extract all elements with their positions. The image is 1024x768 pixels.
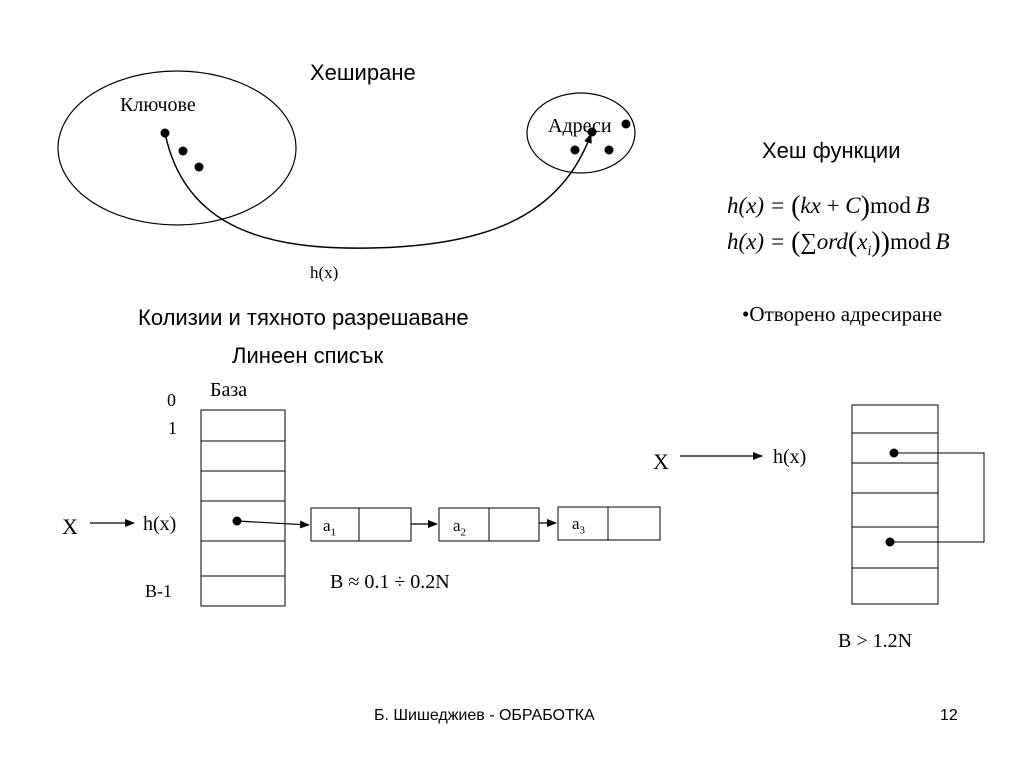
formula1-mod: mod — [869, 193, 911, 218]
formula2-b: B — [935, 229, 950, 254]
formula2-sum: ∑ — [800, 229, 817, 254]
footer-text: Б. Шишеджиев - ОБРАБОТКА — [374, 707, 595, 724]
probe-link — [890, 452, 985, 543]
keys-label: Ключове — [120, 94, 196, 116]
list-node-3 — [557, 506, 661, 541]
b-condition-right: B > 1.2N — [838, 630, 913, 652]
formula1-plus: + — [820, 193, 846, 218]
formula1-lhs: h(x) = — [727, 193, 792, 218]
x-label-right: X — [653, 449, 669, 474]
hash-formula-2: h(x) = (∑ord(xi))mod B — [727, 227, 950, 259]
base-label: База — [210, 379, 248, 401]
addresses-ellipse — [526, 92, 636, 174]
formula1-b: B — [915, 193, 930, 218]
index-b-minus-1: B-1 — [145, 581, 172, 601]
formula1-kx: kx — [800, 193, 821, 218]
pointer-to-a1-arrow — [236, 520, 310, 529]
hash-arrow-label: h(x) — [310, 263, 339, 282]
page-number: 12 — [940, 707, 958, 724]
formula2-x: x — [857, 229, 868, 254]
formula2-ord: ord — [816, 229, 848, 254]
address-dot — [570, 145, 580, 155]
index-1: 1 — [168, 418, 177, 438]
list-node-1-label: a1 — [323, 516, 337, 539]
key-dot — [194, 162, 204, 172]
list-node-2 — [438, 507, 540, 542]
list-node-3-label: a3 — [572, 514, 586, 537]
keys-ellipse — [57, 70, 297, 226]
key-dot — [178, 146, 188, 156]
slide-title: Хеширане — [310, 60, 416, 85]
hash-functions-title: Хеш функции — [762, 138, 901, 163]
list-node-2-label: a2 — [453, 516, 467, 539]
formula1-c: C — [845, 193, 861, 218]
address-dot — [604, 145, 614, 155]
collisions-title: Колизии и тяхното разрешаване — [138, 305, 469, 330]
x-label-left: X — [62, 514, 78, 539]
formula2-i: i — [867, 243, 872, 259]
b-condition-left: B ≈ 0.1 ÷ 0.2N — [330, 571, 450, 593]
base-table — [200, 409, 286, 607]
index-0: 0 — [167, 390, 176, 410]
address-dot — [621, 119, 631, 129]
formula2-mod: mod — [890, 229, 931, 254]
hx-label-left: h(x) — [143, 513, 177, 535]
formula2-lhs: h(x) = — [727, 229, 792, 254]
hash-formula-1: h(x) = (kx + C)mod B — [727, 191, 930, 222]
addresses-label: Адреси — [548, 115, 612, 137]
linear-list-title: Линеен списък — [232, 343, 384, 368]
hash-arrow — [164, 132, 592, 249]
open-addressing-table — [851, 404, 939, 605]
hx-label-right: h(x) — [773, 446, 807, 468]
open-addressing-title: •Отворено адресиране — [742, 302, 943, 326]
